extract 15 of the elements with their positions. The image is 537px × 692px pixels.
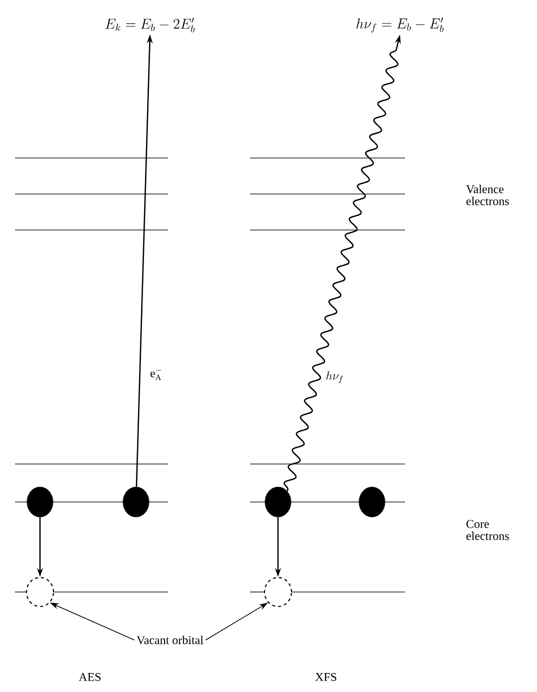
- annotation-text: Vacant orbital: [136, 636, 204, 644]
- side-label: XFS: [315, 672, 336, 682]
- energy-equation: $E_k = E_b - 2E'_b$: [105, 18, 195, 32]
- edge-label: $h\nu_f$: [326, 371, 343, 384]
- side-label: AES: [78, 672, 101, 682]
- side-label: Core electrons: [466, 520, 509, 540]
- electron: [358, 486, 386, 518]
- electron: [26, 486, 54, 518]
- side-label: Valence electrons: [466, 184, 509, 206]
- vacant-orbital: [26, 576, 54, 608]
- vacant-orbital: [264, 576, 292, 608]
- energy-equation: $h\nu_f = E_b - E'_b$: [356, 18, 444, 33]
- electron: [264, 486, 292, 518]
- electron: [122, 486, 150, 518]
- edge-label: $\mathrm{e}_{\mathrm{A}}^{-}$: [150, 370, 162, 380]
